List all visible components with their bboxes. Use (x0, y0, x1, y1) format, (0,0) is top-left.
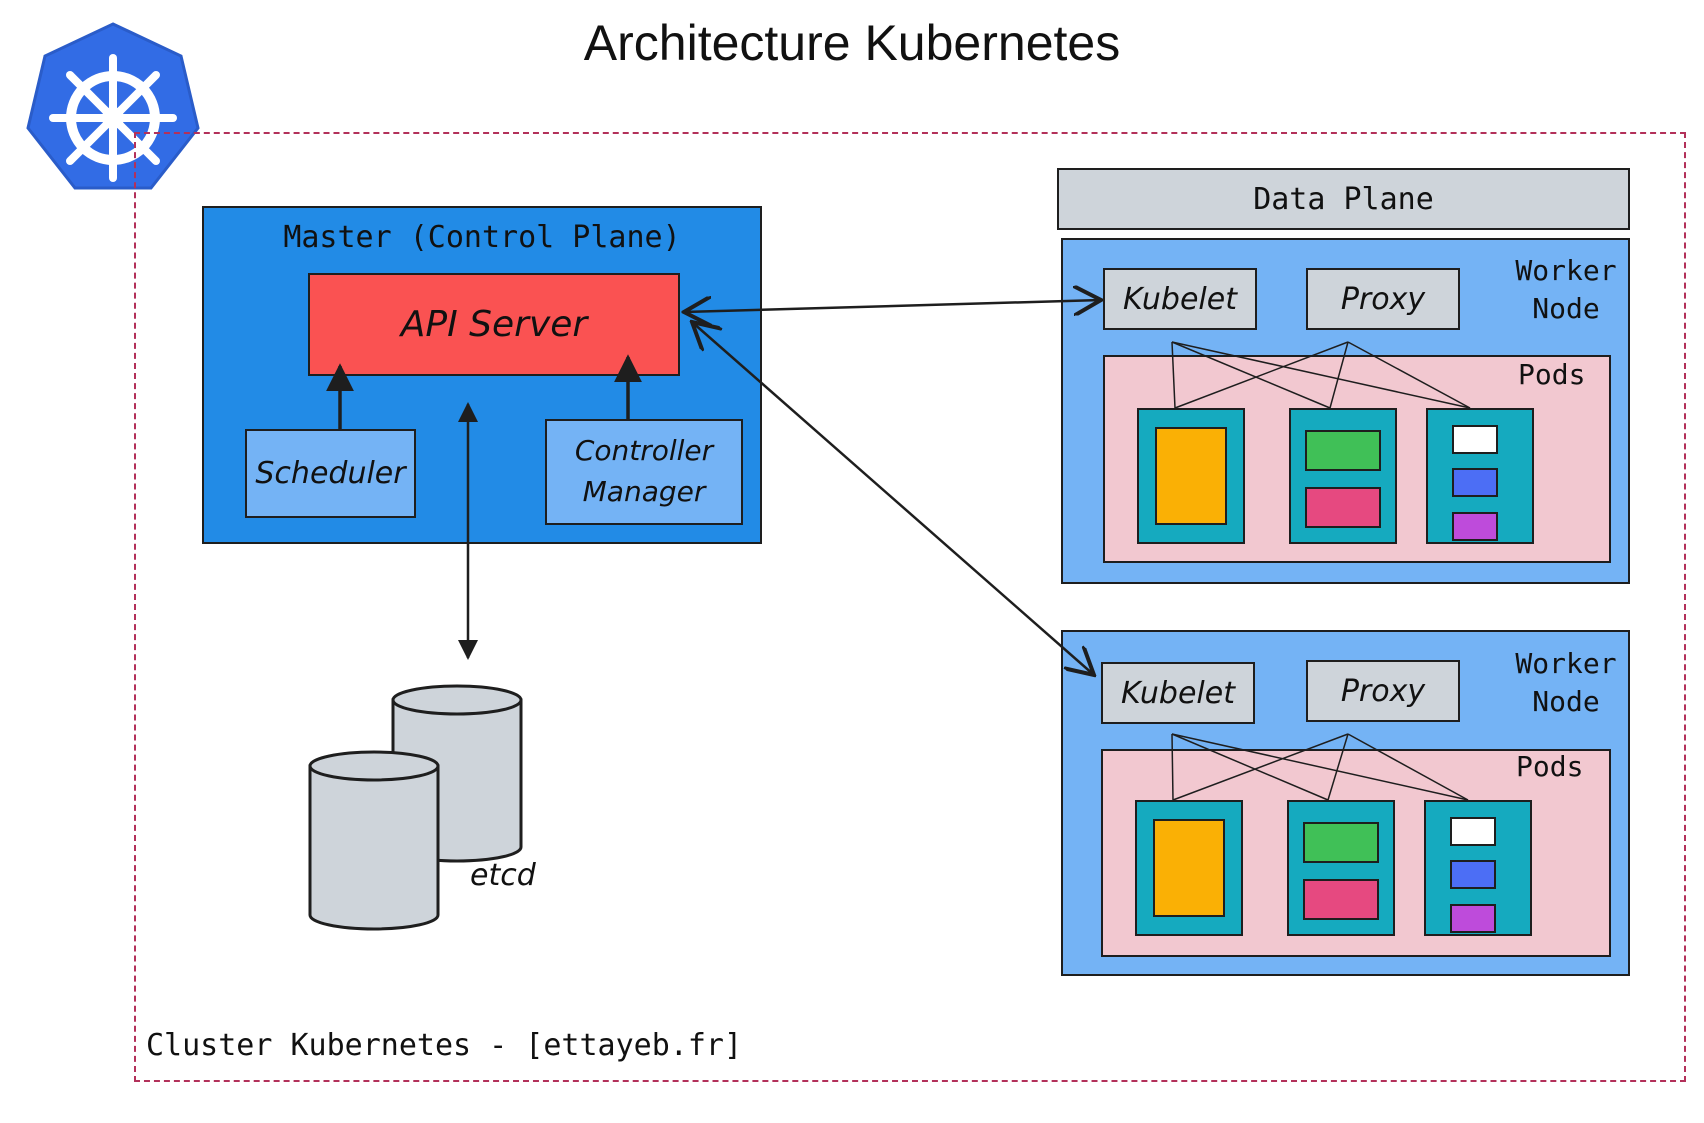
container (1450, 904, 1496, 933)
worker-node-2-label-line2: Node (1532, 684, 1600, 718)
container (1153, 819, 1225, 917)
worker-node-2-kubelet: Kubelet (1101, 662, 1255, 724)
container (1452, 425, 1498, 454)
page-title: Architecture Kubernetes (583, 15, 1121, 71)
data-plane-header: Data Plane (1057, 168, 1630, 230)
controller-label-line2: Manager (582, 475, 706, 508)
arrow-api-kubelet-1 (684, 300, 1101, 312)
data-plane-label: Data Plane (1253, 181, 1434, 217)
scheduler-box: Scheduler (245, 429, 416, 518)
container (1450, 860, 1496, 889)
scheduler-label: Scheduler (255, 456, 406, 491)
worker-node-1-links (1171, 341, 1471, 409)
arrow-api-kubelet-2 (692, 322, 1094, 675)
container (1155, 427, 1227, 525)
master-label: Master (Control Plane) (283, 220, 681, 255)
kubelet-label: Kubelet (1123, 281, 1237, 317)
kubernetes-logo-icon (26, 22, 200, 190)
pods-label: Pods (1516, 750, 1584, 783)
container (1305, 430, 1381, 471)
cluster-boundary (134, 132, 1686, 1082)
worker-node-1-proxy: Proxy (1306, 268, 1460, 330)
worker-node-1-label: Worker Node (1506, 252, 1626, 328)
worker-node-2-label-line1: Worker (1515, 647, 1617, 680)
container (1450, 817, 1496, 846)
cluster-label: Cluster Kubernetes - [ettayeb.fr] (146, 1028, 743, 1063)
worker-node-1-label-line2: Node (1532, 291, 1600, 325)
container (1452, 512, 1498, 541)
etcd-database-icon (308, 684, 523, 931)
container (1305, 487, 1381, 528)
etcd-label: etcd (470, 858, 536, 893)
kubelet-label: Kubelet (1121, 675, 1235, 711)
worker-node-2-proxy: Proxy (1306, 660, 1460, 722)
api-server-label: API Server (400, 304, 588, 345)
worker-node-1-label-line1: Worker (1515, 254, 1617, 287)
container (1303, 879, 1379, 920)
worker-node-1-kubelet: Kubelet (1103, 268, 1257, 330)
container (1452, 468, 1498, 497)
container (1303, 822, 1379, 863)
pods-label: Pods (1518, 358, 1586, 391)
worker-node-2-links (1171, 733, 1469, 801)
proxy-label: Proxy (1340, 281, 1426, 317)
proxy-label: Proxy (1340, 673, 1426, 709)
worker-node-2-label: Worker Node (1506, 645, 1626, 721)
